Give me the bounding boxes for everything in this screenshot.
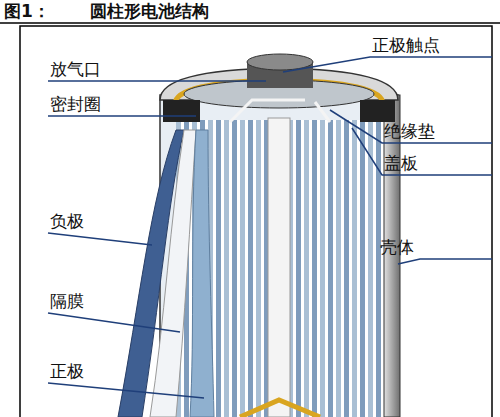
part-label: 盖板: [384, 153, 418, 173]
part-label: 隔膜: [50, 291, 84, 311]
part-label: 壳体: [380, 237, 414, 257]
part-label: 正极触点: [372, 35, 440, 55]
part-label: 负极: [50, 211, 84, 231]
figure-title: 圆柱形电池结构: [90, 1, 209, 21]
part-label: 正极: [50, 361, 84, 381]
figure-number: 图1：: [4, 1, 50, 21]
part-label: 放气口: [50, 59, 101, 79]
part-label: 绝缘垫: [384, 121, 435, 141]
part-label: 密封圈: [50, 94, 101, 114]
